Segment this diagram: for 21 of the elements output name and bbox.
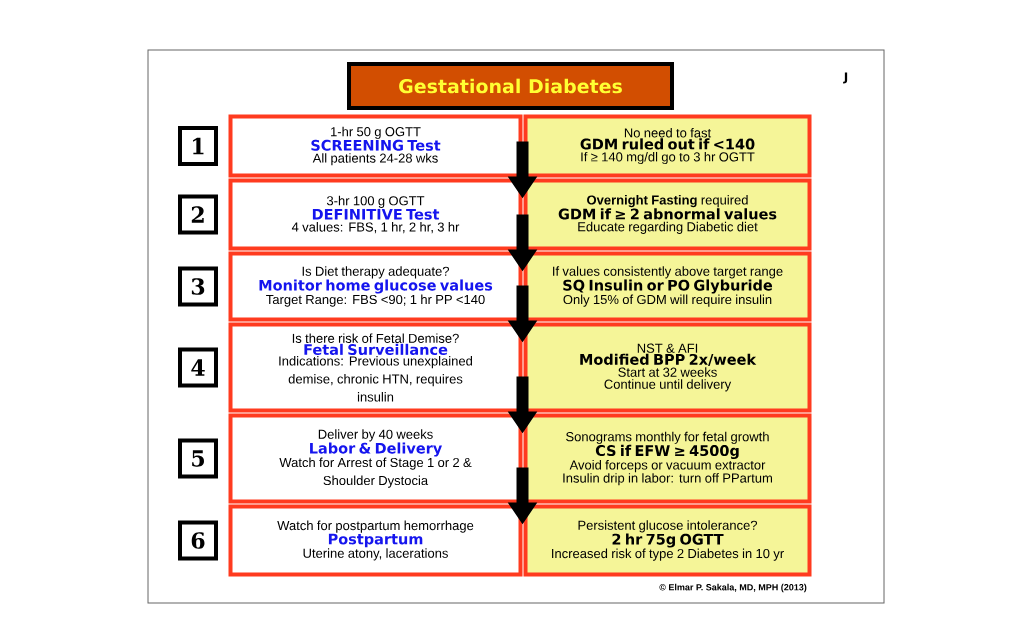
step-number-box: 3: [178, 266, 218, 307]
step-box: Deliver by 40 weeks Labor & Delivery Watch for Arrest of Stage 1 or 2 & Shoulder Dystocia: [228, 413, 523, 504]
detail-box: Persistent glucose intolerance? 2 hr 75g OGTT Increased risk of type 2 Diabetes in 10 yr: [523, 504, 812, 577]
step-number-box: 2: [178, 194, 218, 235]
title-banner: Gestational Diabetes: [347, 62, 674, 110]
step-number-box: 1: [178, 126, 218, 166]
step-number-box: 4: [178, 347, 218, 388]
step-box: Is there risk of Fetal Demise? Fetal Surveillance Indications: Previous unexplained demise, chronic HTN, requires insulin: [228, 322, 523, 413]
step-number-box: 5: [178, 438, 218, 479]
step-number-box: 6: [178, 520, 218, 561]
copyright-note: © Elmar P. Sakala, MD, MPH (2013): [659, 583, 807, 593]
corner-letter: J: [843, 72, 848, 84]
step-box: 1-hr 50 g OGTT SCREENING Test All patients 24-28 wks: [228, 114, 523, 178]
detail-box: Overnight Fasting required GDM if ≥ 2 abnormal values Educate regarding Diabetic diet: [523, 178, 812, 251]
step-box: Watch for postpartum hemorrhage Postpartum Uterine atony, lacerations: [228, 504, 523, 577]
step-box: 3-hr 100 g OGTT DEFINITIVE Test 4 values: FBS, 1 hr, 2 hr, 3 hr: [228, 178, 523, 251]
detail-box: If values consistently above target range SQ Insulin or PO Glyburide Only 15% of GDM will require insulin: [523, 251, 812, 322]
detail-box: NST & AFI Modified BPP 2x/week Start at 32 weeks Continue until delivery: [523, 322, 812, 413]
detail-box: Sonograms monthly for fetal growth CS if EFW ≥ 4500g Avoid forceps or vacuum extractor Insulin drip in labor: turn off PPartum: [523, 413, 812, 504]
step-box: Is Diet therapy adequate? Monitor home glucose values Target Range: FBS <90; 1 hr PP <140: [228, 251, 523, 322]
detail-box: No need to fast GDM ruled out if <140 If ≥ 140 mg/dl go to 3 hr OGTT: [523, 114, 812, 178]
